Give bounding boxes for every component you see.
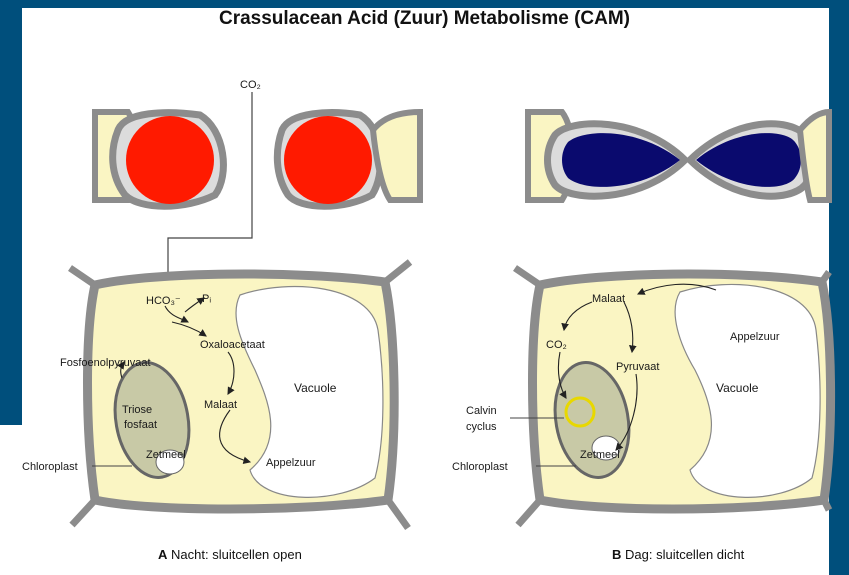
label-malaat-a: Malaat [204,399,237,411]
caption-b-text: Dag: sluitcellen dicht [625,547,744,562]
label-malaat-b: Malaat [592,293,625,305]
label-vacuole-b: Vacuole [716,381,759,395]
epidermis-cell-b-right [800,112,829,200]
caption-a: A Nacht: sluitcellen open [158,547,302,562]
label-fosfoenolpyruvaat: Fosfoenolpyruvaat [60,357,151,369]
label-pi: Pᵢ [202,293,211,305]
label-zetmeel-a: Zetmeel [146,449,186,461]
label-cyclus: cyclus [466,421,497,433]
caption-a-letter: A [158,547,167,562]
panel-a: CO₂ HCO₃⁻ Pᵢ Oxaloacetaat Fosfoenolpyruv… [22,79,420,528]
label-chloroplast-a: Chloroplast [22,461,78,473]
label-zetmeel-b: Zetmeel [580,449,620,461]
label-pyruvaat: Pyruvaat [616,361,659,373]
label-co2-b: CO₂ [546,339,567,351]
label-oxaloacetaat: Oxaloacetaat [200,339,265,351]
label-co2-a: CO₂ [240,79,261,91]
label-calvin: Calvin [466,405,497,417]
caption-a-text: Nacht: sluitcellen open [171,547,302,562]
label-hco3: HCO₃⁻ [146,295,181,307]
caption-b-letter: B [612,547,621,562]
label-triose: Triose [122,404,152,416]
epidermis-cell-a-right [373,112,420,200]
label-appelzuur-b: Appelzuur [730,331,780,343]
guard-cell-a-left-inner [126,116,214,204]
panel-b: Malaat CO₂ Pyruvaat Appelzuur Vacuole Ca… [452,112,831,525]
label-vacuole-a: Vacuole [294,381,337,395]
caption-b: B Dag: sluitcellen dicht [612,547,744,562]
guard-cell-a-right-inner [284,116,372,204]
label-fosfaat: fosfaat [124,419,157,431]
label-appelzuur-a: Appelzuur [266,457,316,469]
label-chloroplast-b: Chloroplast [452,461,508,473]
